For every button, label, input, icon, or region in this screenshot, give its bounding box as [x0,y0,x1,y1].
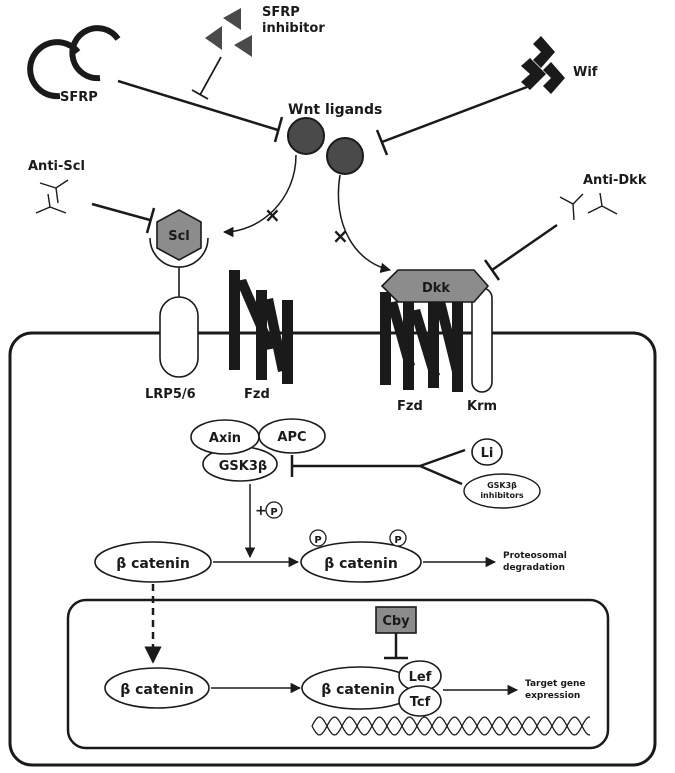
gsk-inhibitors-label-1: GSK3β [487,481,517,490]
wnt-ligand-2 [326,137,364,175]
phosphate-circle-1 [265,501,283,519]
wif-label: Wif [573,65,598,80]
scl-protein [156,209,202,261]
fzd-receptor-right [380,292,463,392]
bcatenin-phospho-oval [300,541,422,583]
cross-mark-left: × [264,203,281,227]
target-gene-label-2: expression [525,691,580,701]
cby-inhibit-line [384,633,408,660]
anti-dkk-label: Anti-Dkk [583,173,647,188]
anti-scl-inhibit-line [91,202,156,234]
wif-inhibit-line [375,85,528,156]
anti-scl-label: Anti-Scl [28,159,85,174]
gsk-inhibit-line [290,448,466,486]
sfrp-inhibitor-icon [205,8,252,57]
nucleus-membrane [66,598,610,750]
sfrp-inhibitor-label-1: SFRP [262,5,300,20]
phosphate-label-2: P [314,535,321,546]
phosphate-label-1: P [270,507,277,518]
phosphate-circle-2 [309,529,327,547]
bcatenin-cytoplasm-label: β catenin [116,556,190,572]
li-oval [471,438,503,466]
bcatenin-nucleus-oval [104,667,210,709]
krm-receptor [471,287,493,393]
apc-label: APC [277,430,306,445]
tcf-oval [398,685,442,717]
sfrp-inhibitor-label-2: inhibitor [262,21,325,36]
wnt-to-dkk-arrow [337,174,392,274]
lrp-receptor-body [159,296,199,378]
phosphate-circle-3 [389,529,407,547]
axin-label: Axin [209,431,241,446]
fzd-right-label: Fzd [397,399,423,414]
phosphate-label-3: P [394,535,401,546]
wif-icon [521,36,565,94]
anti-scl-antibody-icon [35,179,69,214]
gsk-inhibitors-oval [463,473,541,509]
sfrp-icon [27,25,121,100]
bcatenin-transcription-label: β catenin [321,682,395,698]
gsk3b-label: GSK3β [219,459,267,474]
sfrp-inhibitor-inhibit-line [191,56,222,100]
fzd-left-label: Fzd [244,387,270,402]
wnt-ligand-1 [287,117,325,155]
lrp-label: LRP5/6 [145,387,196,402]
wnt-to-scl-arrow [222,154,297,238]
scl-label: Scl [168,229,190,244]
lef-label: Lef [409,670,432,685]
tcf-label: Tcf [410,695,431,710]
target-gene-label-1: Target gene [525,679,586,689]
cross-mark-right: × [332,224,349,248]
dkk-protein [380,269,490,303]
sfrp-label: SFRP [60,90,98,105]
lrp-receptor-cup [149,237,209,268]
dkk-label: Dkk [422,281,450,296]
sfrp-inhibit-line [117,79,284,143]
anti-dkk-antibody-icon [559,192,618,221]
proteosomal-label-1: Proteosomal [503,551,567,561]
li-label: Li [481,446,494,461]
plus-label: + [255,503,267,519]
cell-membrane [8,331,657,767]
proteosomal-label-2: degradation [503,563,565,573]
wnt-ligands-label: Wnt ligands [288,102,382,118]
dna-helix-icon [311,716,591,736]
cby-label: Cby [382,614,410,629]
anti-dkk-inhibit-line [483,223,558,281]
bcatenin-nucleus-label: β catenin [120,682,194,698]
bcatenin-phospho-label: β catenin [324,556,398,572]
bcatenin-cytoplasm-oval [94,541,212,583]
fzd-receptor-left [229,270,293,384]
krm-label: Krm [467,399,497,414]
gsk-inhibitors-label-2: inhibitors [480,491,524,500]
apc-oval [258,418,326,454]
